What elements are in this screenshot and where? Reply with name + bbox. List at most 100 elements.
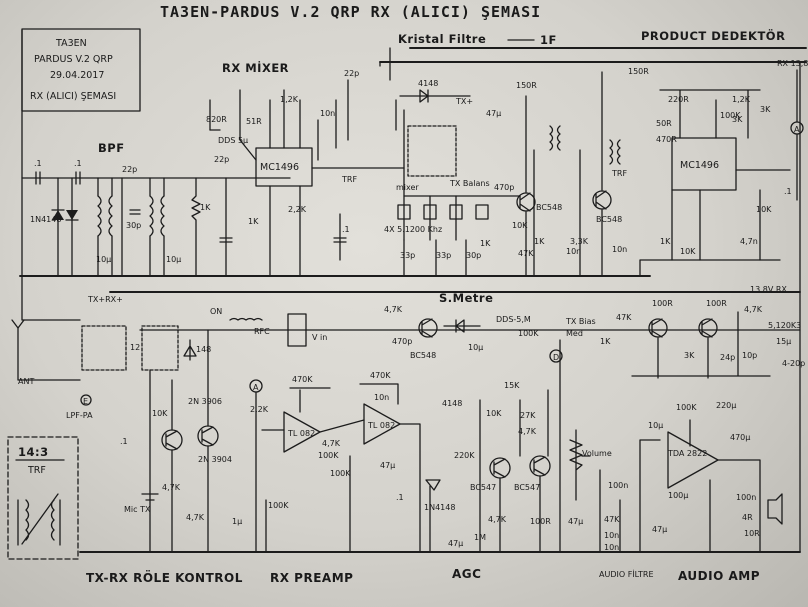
audio-amp-section: TDA 2822 100K 220µ 470µ 10µ 100n 4R 10R … [639, 401, 783, 553]
tx-cap-24p: 24p [720, 353, 735, 362]
if-amp-section: BC548 BC548 470p 150R 150R 47µ 10n 3,3K … [480, 67, 649, 277]
pd-res-50r: 50R [656, 119, 672, 128]
crystal-diode: 4148 [418, 79, 438, 88]
if-trf: TRF [611, 169, 627, 178]
q-2n3906-label: 2N 3906 [188, 397, 222, 406]
relay-res-10k: 10K [152, 409, 168, 418]
relay-2 [141, 325, 179, 371]
agc-diode: 4148 [442, 399, 462, 408]
pd-res-1k: 1K [660, 237, 671, 246]
heading-product-detector: PRODUCT DEDEKTÖR [641, 28, 785, 43]
if-res-150r: 150R [516, 81, 537, 90]
heading-crystal-filter-ref: 1F [540, 33, 557, 47]
wiring [17, 29, 807, 553]
af-cap-10n-b: 10n [604, 543, 619, 552]
schematic-title: TA3EN-PARDUS V.2 QRP RX (ALICI) ŞEMASI [160, 3, 541, 21]
section-rx-preamp: RX PREAMP [270, 571, 353, 585]
if-cap-47u: 47µ [486, 109, 501, 118]
preamp-res-470k-b: 470K [370, 371, 391, 380]
tx-res-100r: 100R [652, 299, 673, 308]
pd-cap-47n: 4,7n [740, 237, 758, 246]
crystal-filter-section: 4X 5.1200 Khz 33p 33p 30p mixer TX Balan… [384, 79, 490, 277]
mixer-cap-22p: 22p [344, 69, 359, 78]
preamp-cap-01: .1 [396, 493, 404, 502]
supply-tx-label: 13,8V RX [750, 285, 787, 294]
crystal-tx-plus: TX+ [455, 97, 473, 106]
label-mic: Mic TX [124, 505, 151, 514]
label-on: ON [210, 307, 222, 316]
bpf-cap-1: .1 [34, 159, 42, 168]
pd-cap-01: .1 [784, 187, 792, 196]
label-lpf-pa: LPF-PA [66, 411, 93, 420]
if-cap-470p: 470p [494, 183, 514, 192]
speaker-icon [767, 493, 783, 525]
preamp-res-100k: 100K [318, 451, 339, 460]
mixer-cap-01: .1 [342, 225, 350, 234]
label-tx-rx: TX+RX+ [87, 295, 123, 304]
relay-section: TX+RX+ 12 148 ANT E LPF-PA ON RFC V in 2… [11, 295, 327, 553]
smetre-dds: DDS-5,M [496, 315, 531, 324]
preamp-cap-47u: 47µ [380, 461, 395, 470]
xtal-1 [397, 204, 411, 220]
q-bc548-b [592, 190, 612, 210]
agc-res-10k: 10K [486, 409, 502, 418]
product-detector-section: MC1496 220R 1,2K 3K 3K 100K 50R 470R 10K… [656, 69, 804, 261]
mixer-res-2k2: 2,2K [288, 205, 307, 214]
aa-cap-47u: 47µ [652, 525, 667, 534]
bpf-cap-2: .1 [74, 159, 82, 168]
label-mixer: mixer [396, 183, 419, 192]
xtal-3 [449, 204, 463, 220]
smetre-cap-10u: 10µ [468, 343, 483, 352]
af-cap-100n: 100n [608, 481, 628, 490]
supply-rx-label: RX 13,8V [777, 59, 808, 68]
heading-s-metre: S.Metre [439, 291, 493, 305]
agc-cap-47u-b: 47µ [568, 517, 583, 526]
tx-bias-section: TX Bias Med 100R 100R 4,7K 5,120K3 15µ 4… [565, 299, 805, 379]
xtal-2 [423, 204, 437, 220]
if-res-10k: 10K [512, 221, 528, 230]
ic-product-label: MC1496 [680, 160, 719, 171]
rx-mixer-section: MC1496 1,2K 820R 51R DDS 5µ 10n 22p TRF … [206, 69, 405, 277]
opamp-2-label: TL 082 [367, 421, 395, 430]
ic-product [671, 137, 737, 191]
aa-cap-100u: 100µ [668, 491, 688, 500]
mixer-res-50r: 51R [246, 117, 262, 126]
agc-res-220k: 220K [454, 451, 475, 460]
q-bc548-a-label: BC548 [536, 203, 562, 212]
info-model: PARDUS V.2 QRP [34, 54, 113, 65]
agc-res-47k-b: 4,7K [488, 515, 507, 524]
mixer-res-820r: 820R [206, 115, 227, 124]
bpf-section: .1 .1 1N4148 10µ 22p 10µ 30p 1K [30, 159, 211, 277]
xtal-label: 4X 5.1200 Khz [384, 225, 442, 234]
info-callsign: TA3EN [55, 38, 87, 49]
trf-ratio: 14:3 [18, 445, 49, 459]
xtal-4 [475, 204, 489, 220]
section-audio-amp: AUDIO AMP [678, 569, 760, 583]
ic-mixer-label: MC1496 [260, 162, 299, 173]
bpf-coil-1: 10µ [96, 255, 111, 264]
tx-cap-10p: 10p [742, 351, 757, 360]
relay-res-47k-b: 4,7K [186, 513, 205, 522]
af-res-47k: 47K [604, 515, 620, 524]
agc-cap-47u: 47µ [448, 539, 463, 548]
test-point-a-label: A [794, 125, 800, 134]
label-tx-balans: TX Balans [449, 179, 490, 188]
tx-cap-15u: 15µ [776, 337, 791, 346]
audio-filter-section: Volume 100n 47K 10n 10n [569, 429, 628, 553]
tx-cap-5120: 5,120K3 [768, 321, 801, 330]
aa-res-10r: 10R [744, 529, 760, 538]
aa-cap-10u: 10µ [648, 421, 663, 430]
pd-res-100k: 100K [720, 111, 741, 120]
mixer-cap-10n: 10n [320, 109, 335, 118]
trf-box: 14:3 TRF [7, 436, 79, 560]
q-bc547-b-label: BC547 [514, 483, 540, 492]
section-agc: AGC [452, 567, 481, 581]
q-bc547-a-label: BC547 [470, 483, 496, 492]
mixer-cap-22p2: 22p [214, 155, 229, 164]
q-tx-2 [698, 318, 718, 338]
info-box: TA3EN PARDUS V.2 QRP 29.04.2017 RX (ALIC… [21, 28, 141, 112]
if-cap-10n-b: 10n [612, 245, 627, 254]
bpf-res-1k: 1K [200, 203, 211, 212]
bpf-coil-2: 10µ [166, 255, 181, 264]
agc-res-47k: 4,7K [518, 427, 537, 436]
